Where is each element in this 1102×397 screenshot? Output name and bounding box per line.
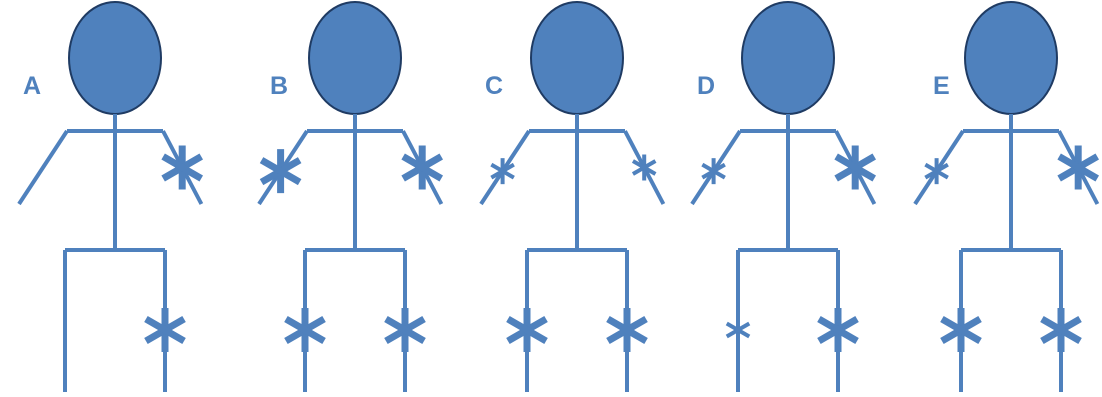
- right-arm-star-large: [834, 145, 877, 190]
- star-stroke: [506, 315, 548, 345]
- star-stroke: [384, 315, 426, 345]
- head: [530, 1, 624, 115]
- star-stroke: [631, 159, 657, 176]
- figure-b: [257, 1, 444, 392]
- right-leg-star-large: [606, 308, 648, 352]
- figure-label: B: [270, 72, 289, 100]
- head: [68, 1, 162, 115]
- head: [741, 1, 835, 115]
- figure-e: [913, 1, 1100, 392]
- star-stroke: [725, 321, 751, 339]
- star-stroke: [1057, 153, 1100, 182]
- left-arm-star-small: [490, 158, 515, 185]
- left-arm-star-small: [924, 158, 949, 185]
- figure-label: D: [697, 72, 716, 100]
- right-arm-star-small: [631, 154, 657, 181]
- left-leg-star-small: [725, 317, 751, 343]
- star-stroke: [161, 153, 204, 182]
- right-arm-star-large: [161, 145, 204, 190]
- figure-d: [690, 1, 877, 392]
- star-stroke: [834, 153, 877, 182]
- star-stroke: [701, 162, 726, 180]
- star-stroke: [1040, 315, 1082, 345]
- left-arm-star-large: [259, 149, 302, 194]
- star-stroke: [259, 157, 302, 186]
- figure-label: A: [23, 72, 42, 100]
- star-stroke: [401, 153, 444, 182]
- figure-c: [479, 1, 666, 392]
- left-leg-star-large: [940, 308, 982, 352]
- star-stroke: [144, 315, 186, 345]
- star-stroke: [284, 315, 326, 345]
- star-stroke: [817, 315, 859, 345]
- figure-label: C: [485, 72, 504, 100]
- left-leg-star-large: [506, 308, 548, 352]
- left-leg-star-large: [284, 308, 326, 352]
- right-leg-star-large: [144, 308, 186, 352]
- right-arm-star-large: [1057, 145, 1100, 190]
- star-stroke: [940, 315, 982, 345]
- head: [308, 1, 402, 115]
- right-leg-star-large: [384, 308, 426, 352]
- head: [964, 1, 1058, 115]
- figure-label: E: [933, 72, 950, 100]
- right-leg-star-large: [1040, 308, 1082, 352]
- star-stroke: [924, 162, 949, 180]
- figure-a: [17, 1, 204, 392]
- left-arm: [17, 129, 69, 206]
- star-stroke: [490, 162, 515, 180]
- left-arm-star-small: [701, 158, 726, 185]
- right-arm-star-large: [401, 145, 444, 190]
- right-leg-star-large: [817, 308, 859, 352]
- star-stroke: [606, 315, 648, 345]
